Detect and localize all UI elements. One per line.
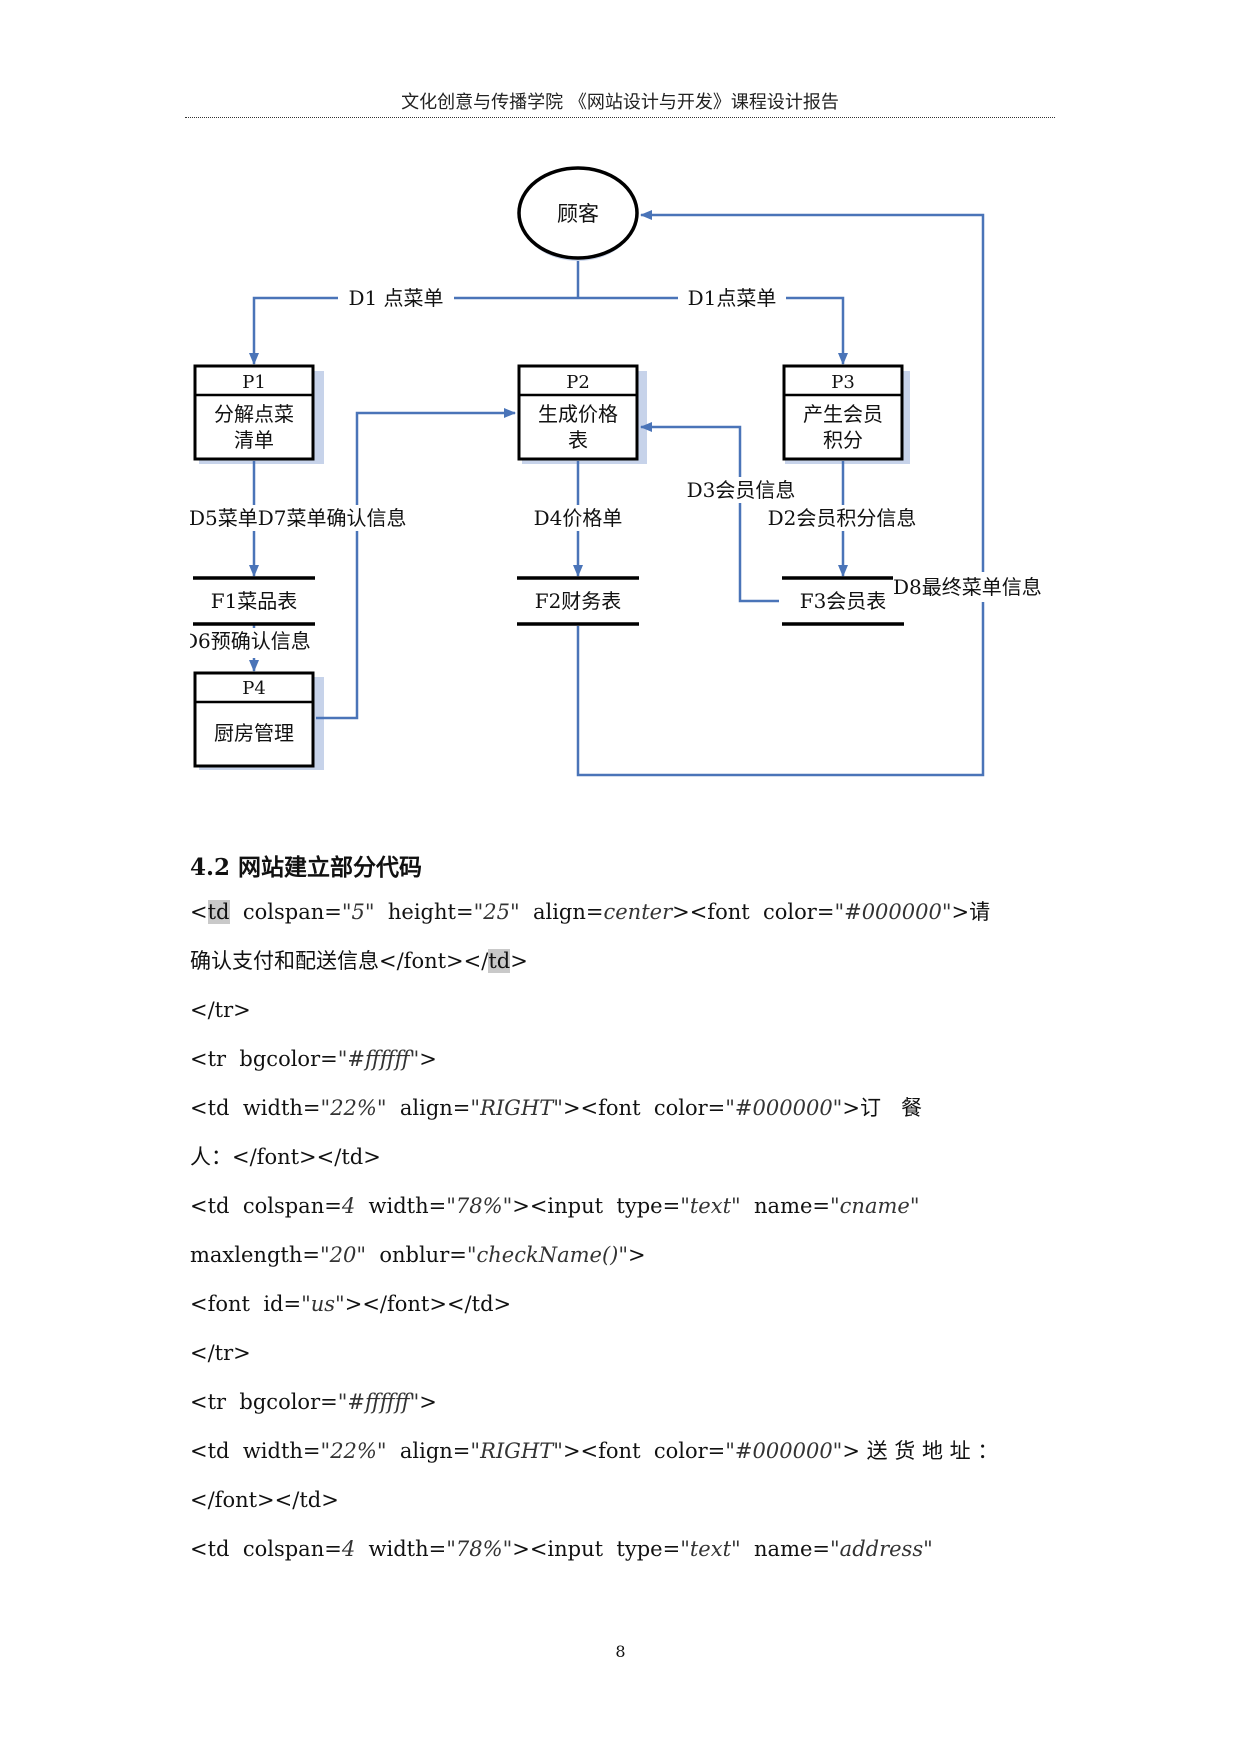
process-p2-name-2: 表: [568, 428, 588, 452]
process-p4-id: P4: [242, 678, 266, 699]
process-p4: [193, 671, 315, 768]
code-line-14: <td colspan=4 width="78%"><input type="t…: [190, 1537, 933, 1561]
process-p1: [193, 364, 315, 461]
code-line-11: <tr bgcolor="#ffffff">: [190, 1390, 437, 1414]
code-line-9: <font id="us"></font></td>: [190, 1292, 512, 1316]
process-p2-id: P2: [566, 372, 590, 393]
data-flow-diagram: 顾客 P1 分解点菜 清单 P2 生成价格 表 P3 产生会员 积分 P4 厨房…: [182, 166, 1057, 777]
store-f2-label: F2财务表: [535, 589, 622, 613]
page-header: 文化创意与传播学院 《网站设计与开发》课程设计报告: [185, 88, 1055, 118]
flow-label-d8: D8最终菜单信息: [893, 575, 1042, 599]
flow-label-d1-right: D1点菜单: [688, 286, 777, 310]
flow-label-d8-clip: D8最终菜单信息: [893, 572, 1057, 602]
flow-label-d6-clip: D6预确认信息: [182, 628, 340, 658]
process-p1-name-2: 清单: [234, 428, 274, 452]
flow-p4-to-p2: [316, 408, 516, 720]
process-p1-name-1: 分解点菜: [214, 402, 294, 426]
flow-label-d3: D3会员信息: [687, 478, 796, 502]
process-p3-name-2: 积分: [823, 428, 863, 452]
process-p3-name-1: 产生会员: [803, 402, 883, 426]
flow-label-d1-left: D1 点菜单: [348, 286, 443, 310]
process-p1-id: P1: [242, 372, 266, 393]
code-line-5: <td width="22%" align="RIGHT"><font colo…: [190, 1096, 922, 1120]
code-line-7: <td colspan=4 width="78%"><input type="t…: [190, 1194, 920, 1218]
flow-label-d4: D4价格单: [534, 506, 623, 530]
flow-label-d6: D6预确认信息: [182, 629, 311, 653]
code-line-10: </tr>: [190, 1341, 251, 1365]
flow-f2-to-customer: [576, 210, 985, 777]
code-line-2: 确认支付和配送信息</font></td>: [190, 949, 528, 973]
code-line-6: 人：</font></td>: [190, 1145, 381, 1169]
code-line-1: <td colspan="5" height="25" align=center…: [190, 900, 991, 924]
store-f1-label: F1菜品表: [211, 589, 298, 613]
process-p4-name-1: 厨房管理: [214, 721, 294, 745]
customer-entity: [517, 166, 639, 260]
page-number: 8: [615, 1642, 626, 1661]
flow-d1-left: [249, 296, 578, 365]
code-line-12: <td width="22%" align="RIGHT"><font colo…: [190, 1439, 999, 1463]
customer-label: 顾客: [557, 202, 599, 226]
flow-f3-to-p2: [640, 422, 779, 603]
code-line-13: </font></td>: [190, 1488, 339, 1512]
flow-label-d2: D2会员积分信息: [768, 506, 917, 530]
section-heading: 4.2 网站建立部分代码: [190, 854, 423, 881]
process-p2: [517, 364, 639, 461]
store-f3-label: F3会员表: [800, 589, 887, 613]
process-p3-id: P3: [831, 372, 855, 393]
code-line-4: <tr bgcolor="#ffffff">: [190, 1047, 437, 1071]
flow-d1-right: [578, 296, 848, 365]
code-line-3: </tr>: [190, 998, 251, 1022]
flow-label-d5-d7: D5菜单D7菜单确认信息: [189, 506, 407, 530]
process-p3: [782, 364, 904, 461]
code-listing: <td colspan="5" height="25" align=center…: [190, 888, 1070, 1574]
code-line-8: maxlength="20" onblur="checkName()">: [190, 1243, 646, 1267]
process-p2-name-1: 生成价格: [538, 402, 618, 426]
